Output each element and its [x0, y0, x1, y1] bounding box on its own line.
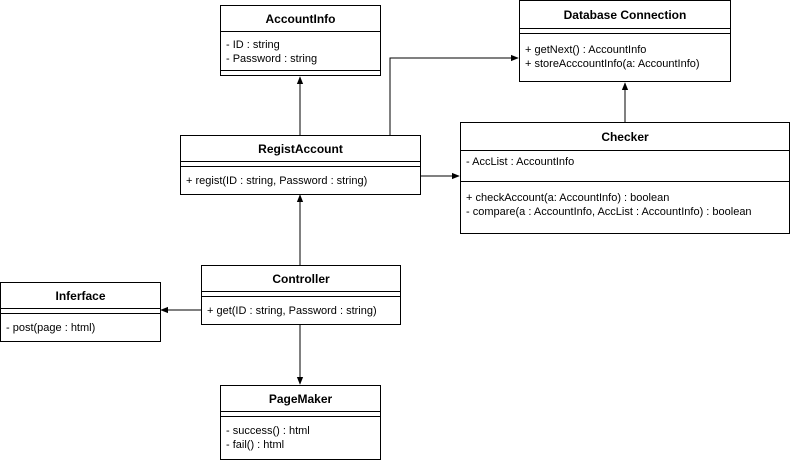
- class-title: Controller: [202, 266, 400, 292]
- class-divider: [1, 313, 160, 314]
- class-divider: [181, 166, 420, 167]
- class-divider: [520, 33, 730, 34]
- operation-row: - post(page : html): [6, 322, 96, 334]
- class-title: PageMaker: [221, 386, 380, 412]
- class-operations: + get(ID : string, Password : string): [202, 304, 383, 322]
- attribute-row: - AccList : AccountInfo: [466, 156, 575, 168]
- class-checker[interactable]: Checker - AccList : AccountInfo + checkA…: [460, 122, 790, 234]
- class-pagemaker[interactable]: PageMaker - success() : html - fail() : …: [220, 385, 381, 460]
- class-operations: + checkAccount(a: AccountInfo) : boolean…: [461, 187, 758, 223]
- class-title: Database Connection: [520, 1, 730, 29]
- operation-row: - compare(a : AccountInfo, AccList : Acc…: [466, 206, 752, 218]
- class-attributes: - ID : string - Password : string: [221, 32, 380, 70]
- class-operations: + getNext() : AccountInfo + storeAcccoun…: [520, 39, 706, 75]
- operation-row: + getNext() : AccountInfo: [525, 44, 647, 56]
- arrow-registaccount-to-database: [389, 54, 519, 135]
- class-divider: [202, 296, 400, 297]
- attribute-row: - Password : string: [226, 53, 318, 65]
- class-registaccount[interactable]: RegistAccount + regist(ID : string, Pass…: [180, 135, 421, 195]
- operation-row: + regist(ID : string, Password : string): [186, 175, 368, 187]
- class-database-connection[interactable]: Database Connection + getNext() : Accoun…: [519, 0, 731, 82]
- class-divider: [221, 70, 380, 71]
- operation-row: + get(ID : string, Password : string): [207, 305, 377, 317]
- operation-row: + storeAcccountInfo(a: AccountInfo): [525, 58, 700, 70]
- operation-row: - success() : html: [226, 425, 310, 437]
- class-controller[interactable]: Controller + get(ID : string, Password :…: [201, 265, 401, 325]
- class-operations: - post(page : html): [1, 321, 101, 339]
- class-divider: [221, 416, 380, 417]
- attribute-row: - ID : string: [226, 39, 280, 51]
- class-title: Checker: [461, 123, 789, 151]
- operation-row: + checkAccount(a: AccountInfo) : boolean: [466, 192, 670, 204]
- class-accountinfo[interactable]: AccountInfo - ID : string - Password : s…: [220, 5, 381, 76]
- class-title: RegistAccount: [181, 136, 420, 162]
- class-interface[interactable]: Inferface - post(page : html): [0, 282, 161, 342]
- operation-row: - fail() : html: [226, 439, 285, 451]
- class-title: AccountInfo: [221, 6, 380, 32]
- class-attributes: - AccList : AccountInfo: [461, 151, 789, 173]
- class-operations: - success() : html - fail() : html: [221, 424, 316, 456]
- class-title: Inferface: [1, 283, 160, 309]
- class-divider: [461, 181, 789, 182]
- class-operations: + regist(ID : string, Password : string): [181, 174, 373, 192]
